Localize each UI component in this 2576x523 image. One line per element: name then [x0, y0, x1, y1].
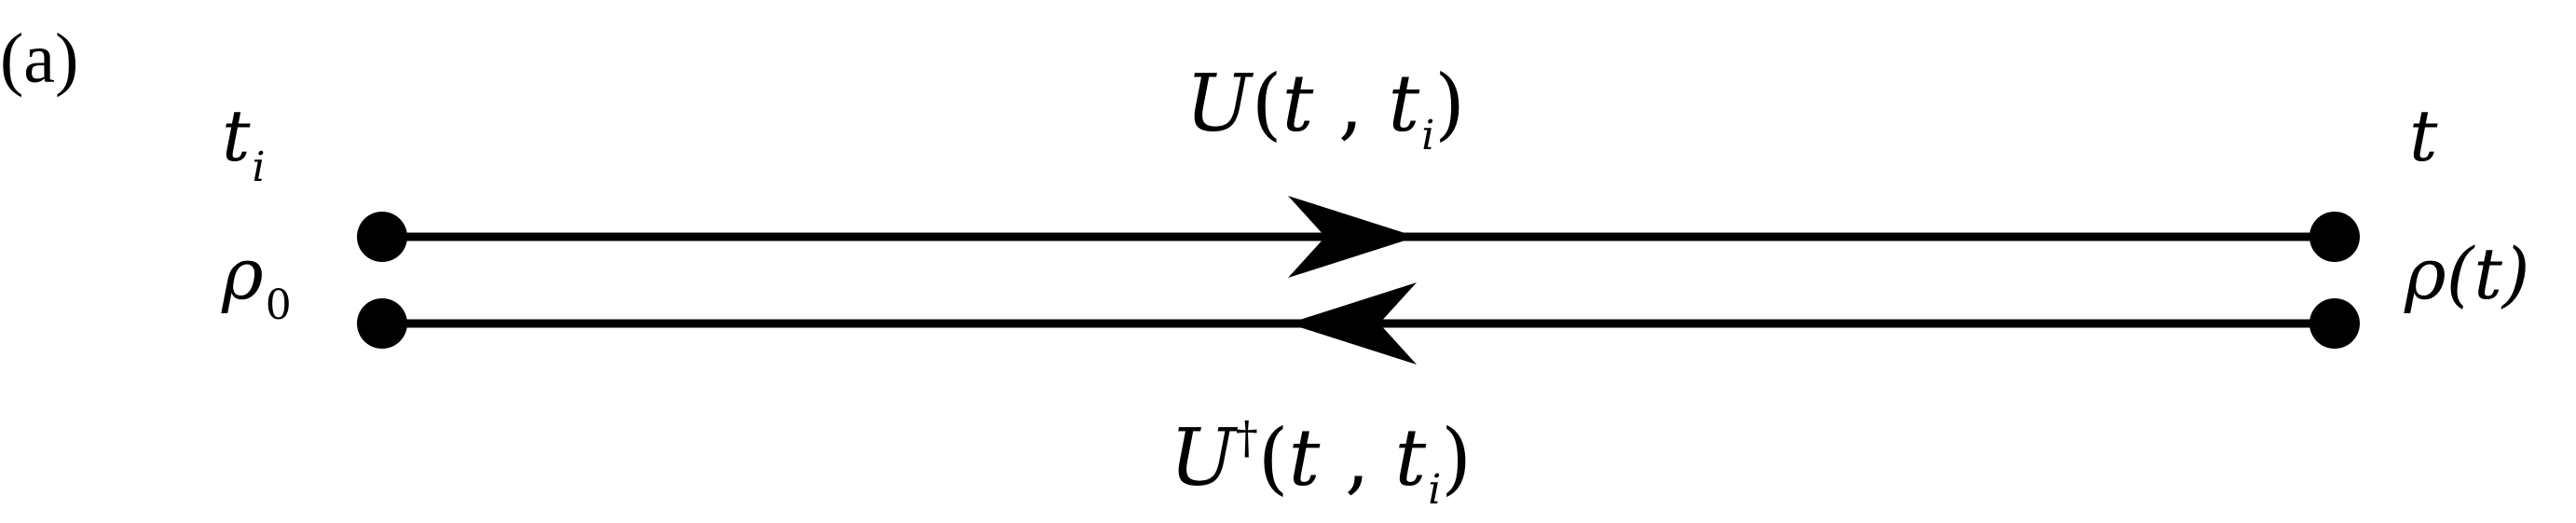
forward-operator-label: U(t , ti) [1185, 58, 1465, 159]
forward-arrow-icon [1288, 196, 1417, 278]
initial-state-label: ρ0 [221, 232, 292, 329]
backward-arrow-icon [1288, 282, 1417, 365]
panel-label: (a) [0, 20, 78, 98]
start-lower-dot [357, 298, 407, 349]
end-lower-dot [2309, 298, 2360, 349]
start-upper-dot [357, 212, 407, 262]
evolved-state-label: ρ(t) [2404, 232, 2530, 315]
end-upper-dot [2309, 212, 2360, 262]
start-time-label: ti [222, 94, 266, 191]
backward-operator-label: U†(t , ti) [1170, 412, 1472, 514]
end-time-label: t [2409, 94, 2438, 177]
